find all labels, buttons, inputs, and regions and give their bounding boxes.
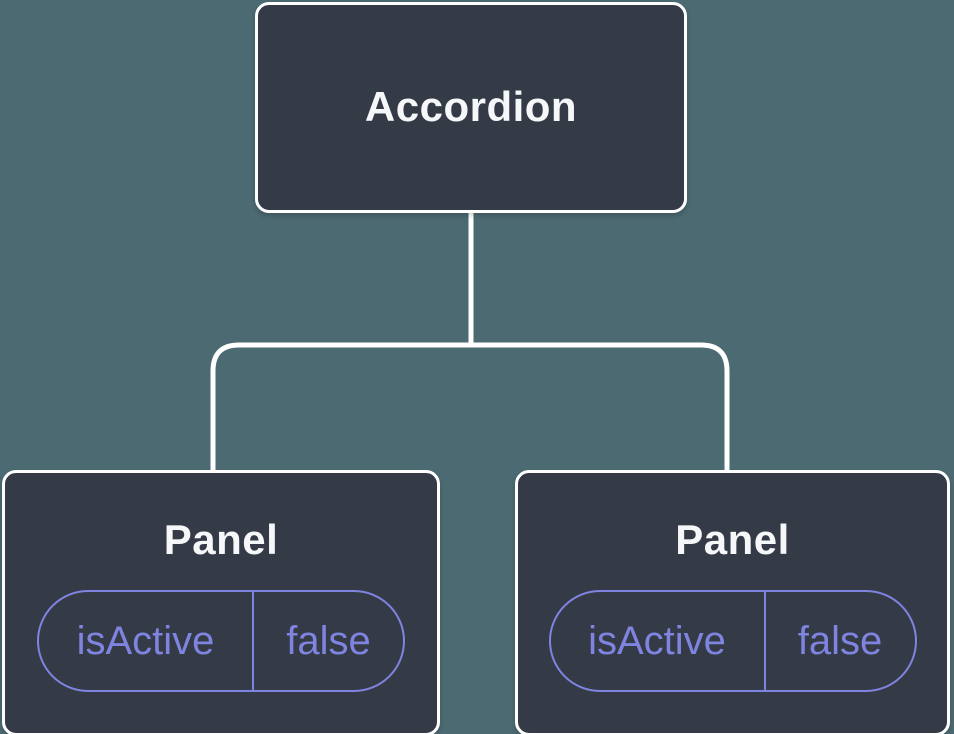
prop-value: false [797, 618, 883, 663]
prop-name: isActive [551, 592, 766, 691]
prop-value: false [286, 618, 371, 663]
accordion-node-label: Accordion [364, 83, 578, 131]
panel-node-right: Panel isActive false [515, 470, 950, 734]
panel-node-left: Panel isActive false [2, 470, 440, 734]
panel-node-label: Panel [163, 516, 279, 563]
panel-node-label: Panel [675, 516, 790, 563]
children-bracket-line [210, 342, 730, 471]
accordion-node: Accordion [255, 2, 687, 213]
prop-name: isActive [39, 592, 254, 691]
prop-pill: isActive false [548, 590, 917, 693]
prop-pill: isActive false [37, 590, 405, 693]
